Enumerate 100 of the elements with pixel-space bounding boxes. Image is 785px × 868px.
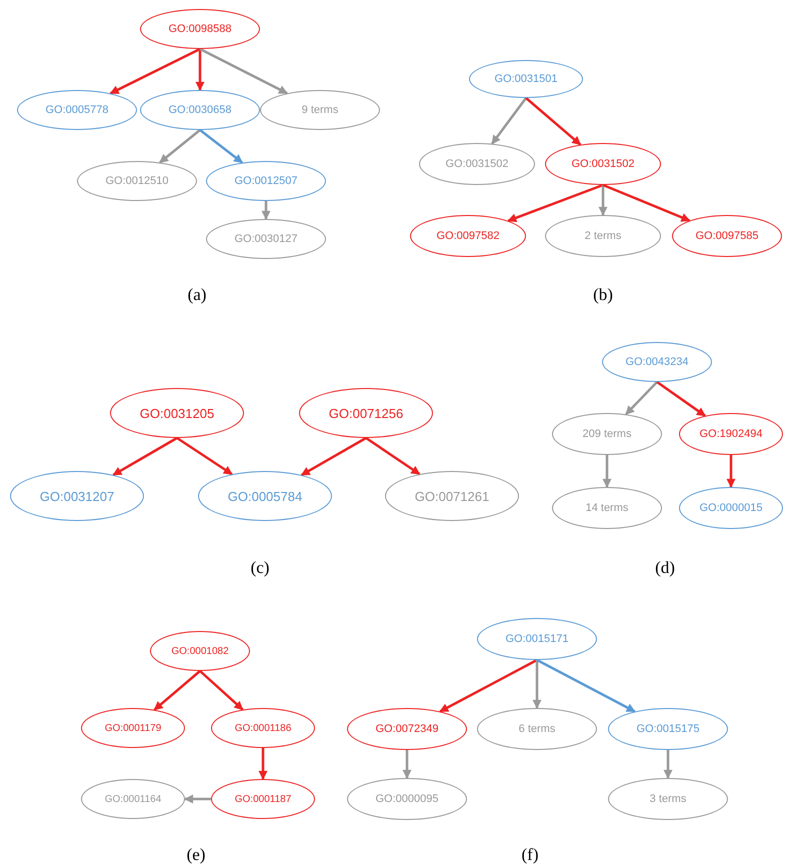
arrow [656, 380, 706, 417]
term-ellipse [602, 342, 712, 382]
arrow [491, 97, 527, 144]
term-ellipse [140, 9, 260, 49]
term-label: GO:0001186 [234, 722, 292, 734]
term-ellipse [469, 60, 583, 98]
arrow [402, 750, 412, 779]
term-label: GO:0001164 [104, 794, 162, 804]
term-label: GO:0030127 [234, 233, 298, 245]
term-label: GO:0031502 [446, 158, 508, 170]
panel-label: (c) [250, 558, 270, 578]
arrow [664, 750, 672, 779]
term-label: GO:0031207 [40, 488, 114, 504]
term-ellipse [198, 471, 332, 521]
term-label: GO:0031501 [494, 73, 558, 85]
arrow [199, 48, 288, 94]
term-label: GO:0005778 [46, 104, 108, 116]
arrow [110, 48, 201, 95]
term-label: GO:0098588 [168, 23, 232, 35]
arrow [112, 436, 178, 476]
term-label: GO:0031502 [572, 158, 634, 170]
term-ellipse [211, 779, 315, 819]
term-label: GO:0000095 [376, 793, 438, 805]
term-ellipse [206, 219, 326, 259]
term-label: 3 terms [650, 793, 686, 805]
arrow [602, 184, 690, 222]
arrow [154, 670, 201, 711]
term-ellipse [608, 708, 728, 750]
arrow [184, 794, 211, 804]
term-ellipse [385, 471, 519, 521]
term-label: GO:0072349 [376, 723, 438, 735]
term-label: 209 terms [582, 428, 632, 440]
term-label: GO:0097585 [696, 230, 758, 242]
panel-label: (d) [655, 558, 675, 578]
term-label: GO:1902494 [700, 428, 762, 440]
term-ellipse [679, 413, 783, 455]
arrow [625, 381, 658, 416]
term-ellipse [299, 388, 433, 438]
term-label: 9 terms [302, 104, 338, 116]
arrow [159, 129, 201, 164]
panel-label: (b) [593, 285, 613, 305]
term-label: GO:0043234 [626, 356, 688, 368]
term-ellipse [608, 778, 728, 820]
arrow [365, 436, 420, 476]
term-ellipse [206, 161, 326, 201]
term-ellipse [419, 143, 535, 185]
arrow [525, 97, 582, 146]
term-label: 6 terms [518, 723, 556, 735]
term-label: GO:0030658 [168, 104, 232, 116]
arrow [536, 658, 636, 713]
term-ellipse [545, 143, 661, 185]
term-ellipse [260, 90, 380, 130]
term-ellipse [410, 215, 526, 257]
term-ellipse [81, 779, 185, 819]
term-label: GO:0097582 [436, 230, 500, 242]
term-ellipse [10, 471, 144, 521]
arrow [602, 455, 612, 488]
term-label: GO:0012507 [234, 175, 298, 187]
term-ellipse [110, 388, 244, 438]
term-label: GO:0001179 [104, 722, 162, 734]
term-label: GO:0001082 [171, 646, 229, 656]
term-label: GO:0000015 [700, 502, 762, 514]
panel-label: (f) [522, 845, 538, 865]
panel-label: (e) [186, 845, 206, 865]
arrow [507, 184, 604, 222]
term-ellipse [552, 413, 662, 455]
term-label: 14 terms [586, 502, 628, 514]
term-ellipse [347, 778, 467, 820]
panel-label: (a) [188, 285, 206, 305]
arrow [262, 201, 270, 220]
term-ellipse [679, 487, 783, 529]
term-ellipse [672, 215, 782, 257]
term-ellipse [552, 487, 662, 529]
term-label: GO:0031205 [140, 406, 214, 420]
term-label: 2 terms [584, 230, 622, 242]
term-ellipse [545, 215, 661, 257]
arrow [300, 436, 367, 476]
term-label: GO:0071261 [414, 488, 490, 504]
arrow [196, 49, 204, 91]
term-ellipse [77, 161, 197, 201]
arrow [176, 436, 233, 476]
term-ellipse [81, 708, 185, 748]
arrow [439, 658, 538, 713]
term-ellipse [477, 618, 597, 660]
term-ellipse [211, 708, 315, 748]
term-ellipse [17, 90, 137, 130]
arrow [199, 670, 244, 711]
term-label: GO:0001187 [234, 794, 292, 804]
term-ellipse [477, 708, 597, 750]
term-label: GO:0005784 [228, 488, 302, 504]
arrow [199, 129, 243, 164]
term-label: GO:0015175 [636, 723, 700, 735]
arrow [726, 455, 736, 488]
arrow [598, 185, 608, 216]
term-ellipse [347, 708, 467, 750]
term-label: GO:0012510 [106, 175, 168, 187]
arrow [532, 660, 542, 709]
term-label: GO:0015171 [506, 633, 568, 645]
term-label: GO:0071256 [328, 406, 404, 420]
arrow [258, 748, 268, 780]
